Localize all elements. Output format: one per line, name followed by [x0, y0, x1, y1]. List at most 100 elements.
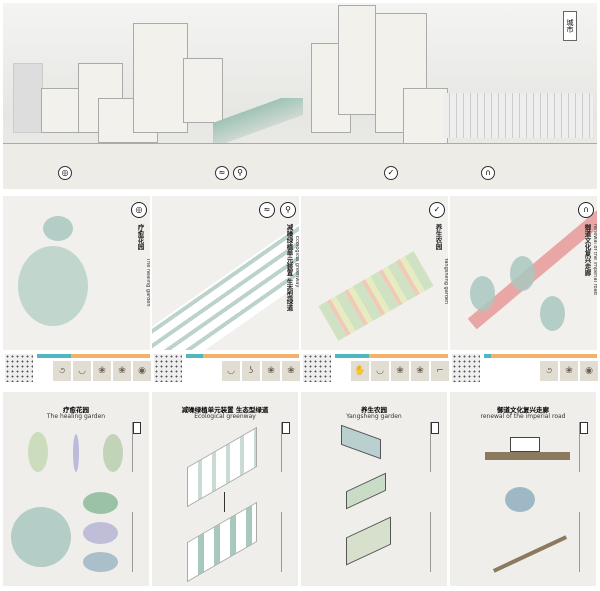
- progress-bar: [186, 354, 299, 358]
- gate-icon: ∩: [578, 202, 594, 218]
- plant-icon: ⚲: [233, 166, 247, 180]
- senses-strip: ◡ ʖ ❀ ❀: [152, 352, 300, 384]
- note-column: [579, 512, 588, 572]
- building: [403, 88, 448, 148]
- detail-title: 减噪绿植单元装置 生态型绿道: [181, 406, 269, 414]
- senses-strip: ✋ ◡ ❀ ❀ ⌐: [301, 352, 449, 384]
- slope-section: [492, 535, 568, 573]
- hand-icon: ✋: [351, 361, 369, 381]
- brain-icon: ❀: [560, 361, 578, 381]
- plant-illustration: [73, 434, 79, 472]
- detail-healing-garden: 疗愈花园 The healing garden: [3, 392, 149, 586]
- brain-icon: ❀: [262, 361, 280, 381]
- progress-bar: [37, 354, 150, 358]
- note-column: [430, 422, 439, 472]
- planting-cluster: [83, 522, 118, 544]
- panel-yangsheng-garden: ✓ 养生农园 Yangsheng garden ✋ ◡ ❀ ❀ ⌐: [301, 196, 449, 386]
- yangsheng-garden-axonometric: ✓ 养生农园 Yangsheng garden: [301, 196, 449, 350]
- eye-icon: ◉: [580, 361, 598, 381]
- gate-icon: ∩: [481, 166, 495, 180]
- ground-section: [3, 143, 597, 189]
- detail-imperial-road: 御道文化复兴走廊 renewal of the imperial road: [450, 392, 596, 586]
- healing-garden-axonometric: ◎ 疗愈花园 The healing garden: [3, 196, 151, 350]
- road-lanes: [152, 223, 299, 350]
- panel-title: 减噪绿植单元装置 生态型绿道: [285, 224, 293, 311]
- note-column: [281, 512, 290, 572]
- noise-reduction-icon: ≈: [259, 202, 275, 218]
- progress-bar: [484, 354, 597, 358]
- tree: [43, 216, 73, 241]
- panel-imperial-road: ∩ 御道文化复兴走廊 renewal of the imperial road …: [450, 196, 598, 386]
- plant-illustration: [103, 434, 123, 472]
- tongue-icon: ◡: [371, 361, 389, 381]
- building: [13, 63, 43, 133]
- planting-detail: [505, 487, 535, 512]
- brain-icon: ❀: [282, 361, 300, 381]
- brain-icon: ❀: [113, 361, 131, 381]
- farm-icon: ✓: [429, 202, 445, 218]
- ear-icon: ૭: [540, 361, 558, 381]
- note-column: [579, 422, 588, 472]
- brain-icon: ❀: [411, 361, 429, 381]
- imperial-road-axonometric: ∩ 御道文化复兴走廊 renewal of the imperial road: [450, 196, 598, 350]
- nose-icon: ʖ: [242, 361, 260, 381]
- detail-yangsheng-garden: 养生农园 Yangsheng garden: [301, 392, 447, 586]
- planting-cluster: [83, 552, 118, 572]
- panel-title: 养生农园: [434, 224, 442, 250]
- senses-strip: ૭ ❀ ◉: [450, 352, 598, 384]
- detail-subtitle: Yangsheng garden: [346, 413, 402, 420]
- tree: [540, 296, 565, 331]
- building: [133, 23, 188, 133]
- arm-icon: ⌐: [431, 361, 449, 381]
- progress-bar: [335, 354, 448, 358]
- tree: [470, 276, 495, 311]
- detail-title: 御道文化复兴走廊: [497, 406, 549, 414]
- greenway-axonometric: ≈ ⚲ 减噪绿植单元装置 生态型绿道 Ecological greenway: [152, 196, 300, 350]
- building: [338, 5, 376, 115]
- panel-title: 御道文化复兴走廊: [583, 224, 591, 276]
- detail-subtitle: The healing garden: [46, 413, 106, 420]
- city-label: 城市: [563, 11, 577, 41]
- proposed-road-diagram: [187, 501, 257, 583]
- ground-section: [485, 452, 570, 460]
- healing-icon: ◎: [131, 202, 147, 218]
- panel-subtitle: renewal of the imperial road: [592, 224, 598, 295]
- panel-subtitle: The healing garden: [145, 258, 151, 307]
- location-map: [5, 354, 33, 382]
- note-column: [430, 512, 439, 572]
- planter-box: [346, 472, 386, 510]
- senses-strip: ૭ ◡ ❀ ❀ ◉: [3, 352, 151, 384]
- farm-icon: ✓: [384, 166, 398, 180]
- note-column: [281, 422, 290, 472]
- note-column: [132, 512, 141, 572]
- plant-icon: ⚲: [280, 202, 296, 218]
- pavilion-section: [510, 437, 540, 452]
- garden-plan: [11, 507, 71, 567]
- healing-icon: ◎: [58, 166, 72, 180]
- detail-title: 养生农园: [361, 406, 387, 414]
- panel-healing-garden: ◎ 疗愈花园 The healing garden ૭ ◡ ❀ ❀ ◉: [3, 196, 151, 386]
- low-rise-houses: [443, 93, 593, 138]
- tree: [510, 256, 535, 291]
- city-panorama: ◎ ≈ ⚲ ✓ ∩ 城市: [3, 3, 597, 189]
- note-column: [132, 422, 141, 472]
- detail-subtitle: Ecological greenway: [194, 413, 256, 420]
- location-map: [303, 354, 331, 382]
- garden-planting: [18, 246, 88, 326]
- brain-icon: ❀: [93, 361, 111, 381]
- panel-subtitle: Yangsheng garden: [443, 258, 449, 305]
- brain-icon: ❀: [391, 361, 409, 381]
- farm-plots: [318, 251, 434, 341]
- plant-illustration: [28, 432, 48, 472]
- greenway-road: [213, 98, 303, 148]
- existing-road-diagram: [187, 426, 257, 508]
- detail-title: 疗愈花园: [63, 406, 89, 414]
- noise-reduction-icon: ≈: [215, 166, 229, 180]
- tongue-icon: ◡: [222, 361, 240, 381]
- greenhouse-box: [346, 516, 391, 566]
- detail-subtitle: renewal of the imperial road: [480, 413, 566, 420]
- planter-box: [341, 424, 381, 460]
- panel-subtitle: Ecological greenway: [294, 236, 300, 288]
- eye-icon: ◉: [133, 361, 151, 381]
- planting-cluster: [83, 492, 118, 514]
